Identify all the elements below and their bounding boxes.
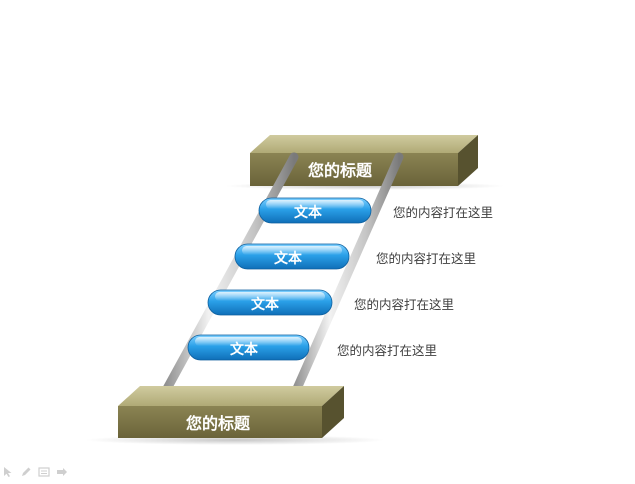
pointer-icon[interactable]	[2, 466, 14, 478]
ladder-rail-right	[287, 152, 404, 405]
top-platform-title: 您的标题	[308, 161, 373, 180]
rung-description-2: 您的内容打在这里	[376, 251, 477, 266]
pen-icon[interactable]	[20, 466, 32, 478]
menu-icon[interactable]	[38, 466, 50, 478]
ladder-rung-4[interactable]: 文本	[187, 334, 310, 361]
rung-description-3: 您的内容打在这里	[354, 297, 455, 312]
ladder-rung-2[interactable]: 文本	[234, 243, 350, 270]
bottom-platform-side-face	[322, 386, 344, 438]
rung-label-4: 文本	[230, 341, 259, 358]
rung-description-4: 您的内容打在这里	[337, 343, 438, 358]
rung-label-1: 文本	[294, 204, 323, 221]
bottom-platform-top-face	[118, 386, 344, 406]
rung-description-1: 您的内容打在这里	[393, 205, 494, 220]
rung-label-3: 文本	[251, 296, 280, 313]
top-platform-top-face	[250, 135, 478, 153]
bottom-platform-front-face	[118, 406, 322, 438]
ladder-rung-3[interactable]: 文本	[207, 289, 333, 316]
slideshow-toolbar	[2, 466, 68, 478]
rung-label-2: 文本	[274, 250, 303, 267]
ladder-rung-1[interactable]: 文本	[258, 197, 372, 224]
bottom-platform: 您的标题	[118, 386, 344, 438]
ladder-rails	[158, 152, 404, 405]
bottom-platform-title: 您的标题	[186, 414, 251, 433]
slide-icon[interactable]	[56, 466, 68, 478]
top-platform-side-face	[458, 135, 478, 186]
ladder-rail-left	[158, 152, 299, 401]
